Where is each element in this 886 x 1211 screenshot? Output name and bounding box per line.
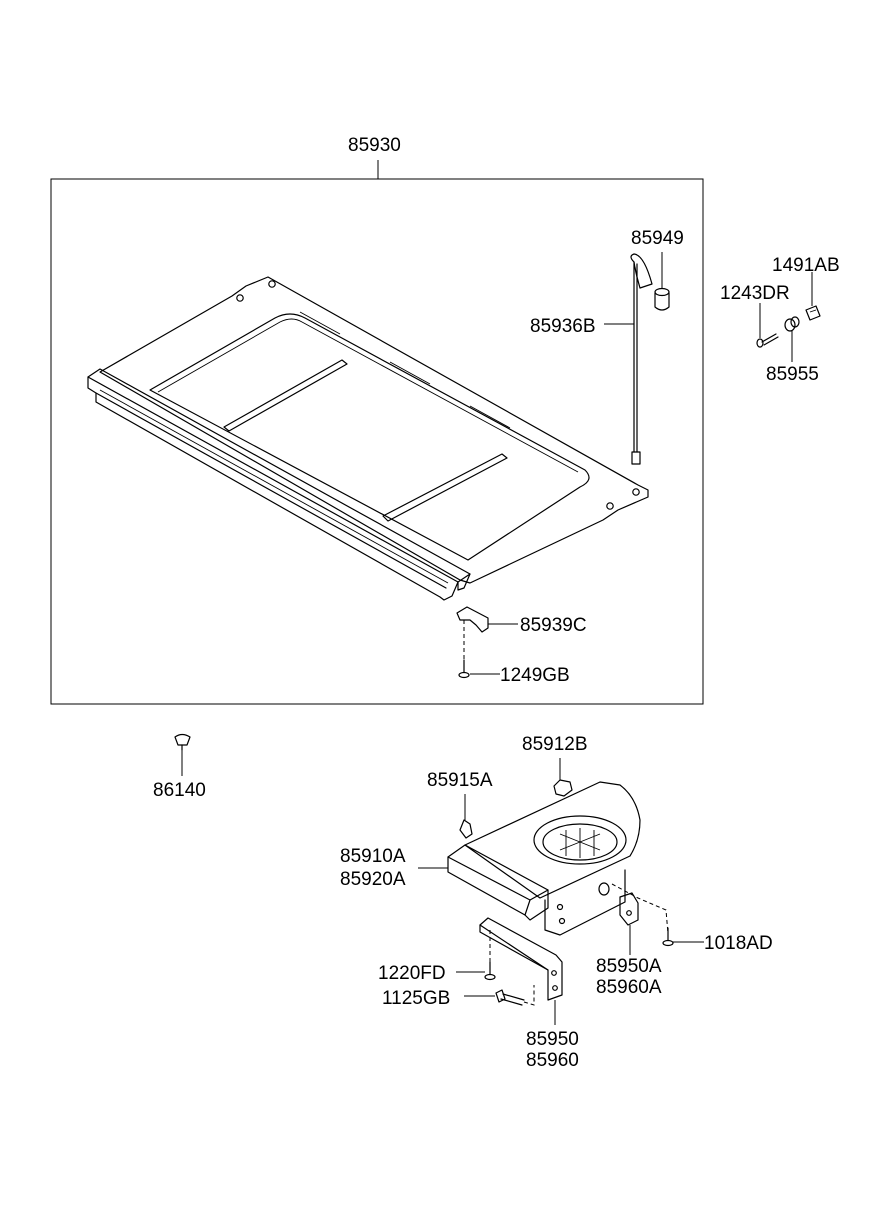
- label-1125GB: 1125GB: [382, 988, 450, 1009]
- screw-1220FD: [484, 961, 496, 981]
- label-85960: 85960: [526, 1050, 579, 1071]
- label-85939C: 85939C: [520, 615, 587, 636]
- knob-85949: [654, 287, 670, 311]
- luggage-board: [87, 276, 649, 601]
- assembly-box: [50, 178, 704, 705]
- label-1243DR: 1243DR: [720, 283, 790, 304]
- screw-1249GB: [458, 659, 470, 679]
- bracket-85910A: [447, 781, 641, 936]
- grommet-85955: [784, 316, 800, 332]
- label-85912B: 85912B: [522, 734, 588, 755]
- label-1018AD: 1018AD: [704, 933, 773, 954]
- label-85915A: 85915A: [427, 770, 493, 791]
- clip-85939C: [456, 606, 489, 660]
- label-85930: 85930: [348, 135, 401, 156]
- bolt-1125GB: [495, 989, 525, 1006]
- label-1220FD: 1220FD: [378, 963, 446, 984]
- label-85910A: 85910A: [340, 846, 406, 867]
- dash-1125GB: [523, 985, 535, 1006]
- label-1491AB: 1491AB: [772, 255, 840, 276]
- screw-1018AD: [662, 927, 674, 947]
- label-85950A: 85950A: [596, 956, 662, 977]
- label-86140: 86140: [153, 780, 206, 801]
- label-85936B: 85936B: [530, 316, 596, 337]
- label-85955: 85955: [766, 364, 819, 385]
- nut-1491AB: [805, 305, 821, 321]
- clip-86140: [174, 733, 191, 751]
- clip-85912B: [553, 779, 573, 797]
- bracket-85950: [479, 917, 563, 1001]
- screw-1243DR: [756, 333, 779, 348]
- nut-85915A: [459, 819, 473, 839]
- strap-85936B: [630, 253, 653, 465]
- label-85949: 85949: [631, 228, 684, 249]
- label-85950: 85950: [526, 1029, 579, 1050]
- dash-1018AD: [611, 883, 669, 935]
- label-1249GB: 1249GB: [500, 665, 570, 686]
- label-85920A: 85920A: [340, 869, 406, 890]
- label-85960A: 85960A: [596, 977, 662, 998]
